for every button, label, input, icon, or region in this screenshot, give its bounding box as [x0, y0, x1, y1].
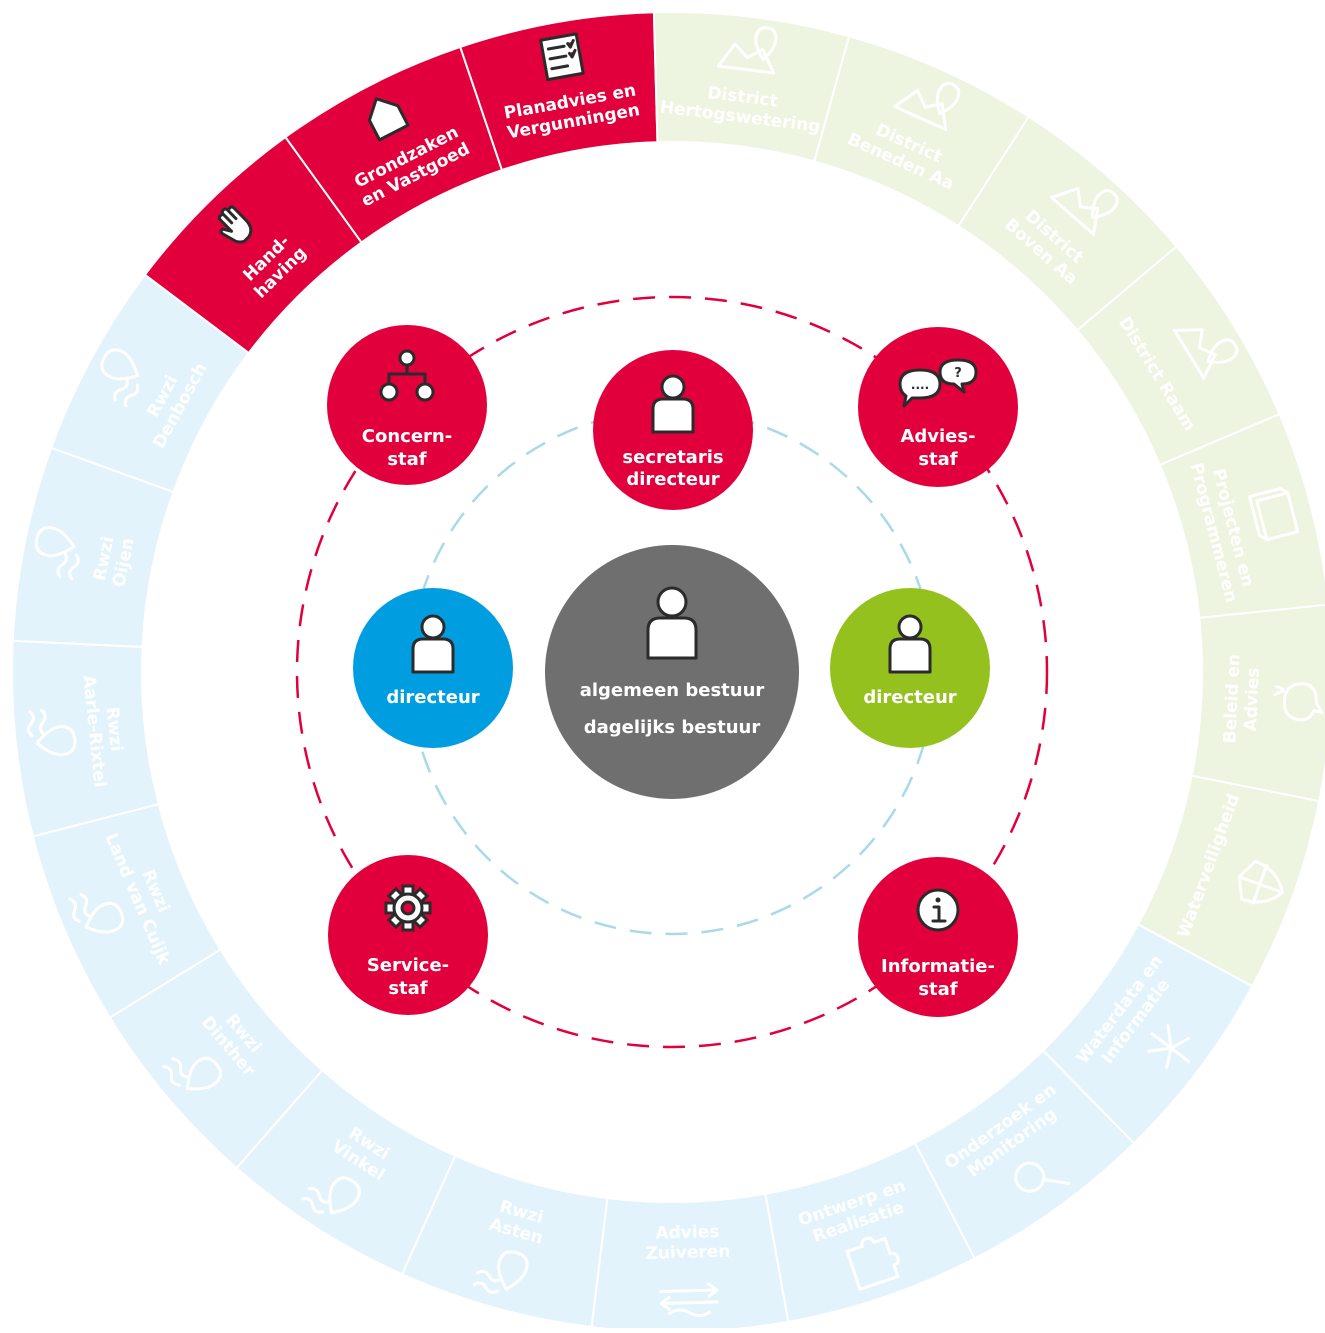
- ring-segment-district-boven-aa: DistrictBoven Aa: [957, 115, 1178, 332]
- water-pin-icon: [34, 526, 80, 581]
- map-pin-icon: [893, 81, 961, 132]
- speech-bubble-icon: [1273, 682, 1324, 722]
- blueprint-icon: [1248, 487, 1300, 542]
- ring-segment-label-line: Advies: [655, 1222, 719, 1244]
- ring-segment-projecten-en-programmeren: Projecten enProgrammeren: [1158, 412, 1325, 620]
- ring-segment-grondzaken-en-vastgoed: Grondzakenen Vastgoed: [283, 45, 504, 244]
- ring-segment-beleid-en-advies: Beleid enAdvies: [1190, 604, 1325, 803]
- ring-segment-rwzi-oijen: RwziOijen: [11, 446, 175, 648]
- directeur-left-label: directeur: [386, 687, 479, 708]
- ring-segment-onderzoek-en-monitoring: Onderzoek enMonitoring: [913, 1049, 1136, 1260]
- ring-segment-label-line: Advies: [1241, 667, 1264, 732]
- adviesstaf-label-line1: Advies-: [900, 426, 975, 447]
- informatiestaf-label-line1: Informatie-: [881, 956, 995, 977]
- adviesstaf-node: ? .... Advies- staf: [858, 327, 1018, 487]
- outer-dashed-circle: [295, 295, 1049, 1049]
- arrows-icon: [659, 1282, 719, 1317]
- servicestaf-label-line1: Service-: [367, 955, 449, 976]
- chat-bubbles-icon: ? ....: [898, 358, 978, 408]
- checklist-icon: [539, 32, 585, 82]
- ring-segment-planadvies-en-vergunningen: Planadvies enVergunningen: [458, 11, 659, 172]
- house-icon: [367, 97, 410, 142]
- water-pin-icon: [100, 348, 140, 408]
- person-icon: [646, 586, 698, 660]
- concernstaf-node: Concern- staf: [327, 325, 487, 485]
- ring-segment-hand-having: Hand-having: [143, 135, 363, 355]
- secretaris-directeur-node: secretaris directeur: [593, 350, 753, 510]
- water-pin-icon: [472, 1250, 529, 1294]
- magnifier-icon: [1014, 1161, 1071, 1193]
- ring-segment-label-line: Zuiveren: [645, 1242, 730, 1264]
- servicestaf-node: Service- staf: [328, 855, 488, 1015]
- water-pin-icon: [27, 709, 77, 757]
- center-label-line2: dagelijks bestuur: [584, 717, 761, 738]
- ring-segment-ontwerp-en-realisatie: Ontwerp enRealisatie: [764, 1141, 976, 1323]
- ring-segment-district-hertogswetering: DistrictHertogswetering: [652, 11, 851, 163]
- water-pin-icon: [162, 1056, 223, 1091]
- shield-icon: [1237, 859, 1284, 905]
- secretaris-label-line2: directeur: [626, 469, 719, 490]
- svg-text:....: ....: [911, 378, 929, 392]
- network-icon: [1147, 1024, 1191, 1069]
- informatiestaf-label-line2: staf: [918, 979, 957, 1000]
- info-icon: [916, 888, 960, 932]
- informatiestaf-node: Informatie- staf: [858, 857, 1018, 1017]
- directeur-right-node: directeur: [830, 588, 990, 748]
- concernstaf-label-line1: Concern-: [362, 426, 452, 447]
- map-pin-icon: [716, 26, 778, 75]
- servicestaf-label-line2: staf: [388, 978, 427, 999]
- ring-segment-rwzi-aarle-rixtel: RwziAarle-Rixtel: [11, 639, 160, 838]
- map-pin-icon: [1172, 328, 1239, 380]
- person-icon: [888, 614, 932, 674]
- secretaris-label-line1: secretaris: [622, 447, 723, 468]
- water-pin-icon: [301, 1176, 361, 1215]
- map-pin-icon: [1049, 187, 1119, 236]
- water-pin-icon: [68, 893, 125, 934]
- ring-segment-label: AdviesZuiveren: [645, 1222, 731, 1264]
- ring-segment-waterveiligheid: Waterveiligheid: [1136, 774, 1321, 988]
- center-label-line1: algemeen bestuur: [580, 680, 765, 701]
- ring-segment-rwzi-denbosch: RwziDenbosch: [49, 273, 251, 494]
- ring-segment-waterdata-en-informatie: Waterdata enInformatie: [1041, 922, 1254, 1145]
- svg-text:?: ?: [954, 366, 962, 381]
- ring-segment-rwzi-land-van-cuijk: RwziLand van Cuijk: [31, 802, 222, 1019]
- directeur-left-node: directeur: [353, 588, 513, 748]
- adviesstaf-label-line2: staf: [918, 449, 957, 470]
- ring-segment-label-line: Rwzi: [102, 706, 126, 752]
- gear-icon: [384, 884, 432, 932]
- org-chart-icon: [379, 349, 435, 402]
- directeur-right-label: directeur: [863, 687, 956, 708]
- center-node: algemeen bestuur dagelijks bestuur: [545, 545, 799, 799]
- ring-segment-label: Beleid enAdvies: [1220, 653, 1264, 744]
- concernstaf-label-line2: staf: [387, 449, 426, 470]
- person-icon: [411, 614, 455, 674]
- ring-segment-label-line: Beleid en: [1220, 653, 1244, 743]
- ring-segment-rwzi-asten: RwziAsten: [400, 1154, 609, 1329]
- ring-segment-advies-zuiveren: AdviesZuiveren: [590, 1192, 790, 1333]
- hand-icon: [217, 205, 253, 244]
- person-icon: [651, 374, 695, 434]
- puzzle-icon: [845, 1236, 900, 1291]
